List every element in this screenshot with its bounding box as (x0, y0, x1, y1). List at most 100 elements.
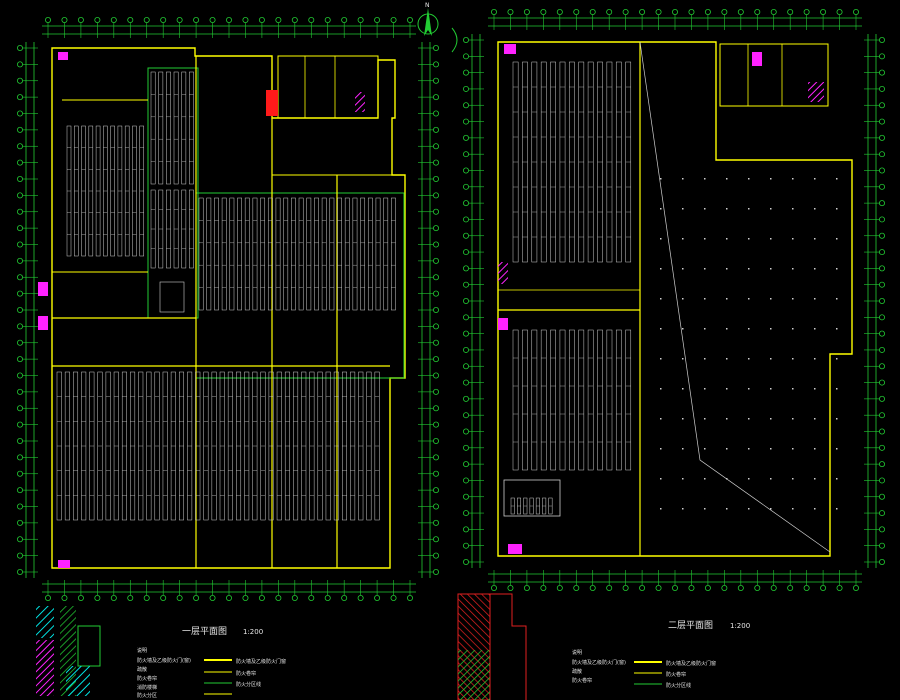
plan2-column-dot (836, 358, 838, 360)
legend1-swatch-cyan (66, 666, 90, 696)
plan2-axis-bubble-left (462, 216, 469, 223)
plan2-axis-bubble-top (639, 8, 646, 15)
plan2-axis-bubble-bottom (770, 585, 777, 592)
plan2-column-dot (726, 268, 728, 270)
plan2-axis-bubble-bottom (589, 585, 596, 592)
plan2-column-dot (814, 448, 816, 450)
plan2-axis-bubble-top (853, 8, 860, 15)
plan1-axis-bubble-right (432, 143, 439, 150)
plan1-axis-bubble-right (432, 519, 439, 526)
plan1-axis-bubble-top (242, 16, 249, 23)
plan2-column-dot (814, 238, 816, 240)
plan1-axis-bubble-left (16, 45, 23, 52)
plan2-column-dot (726, 178, 728, 180)
plan1-axis-bubble-top (110, 16, 117, 23)
plan-walls-layer (38, 41, 853, 569)
plan1-axis-bubble-top (374, 16, 381, 23)
plan1-scale: 1:200 (243, 628, 263, 636)
plan1-axis-bubble-right (432, 569, 439, 576)
plan2-column-dot (682, 328, 684, 330)
plan1-axis-bubble-right (432, 290, 439, 297)
plan1-axis-bubble-bottom (193, 595, 200, 602)
plan2-column-dot (682, 238, 684, 240)
plan2-axis-bubble-top (836, 8, 843, 15)
plan2-column-dot (814, 358, 816, 360)
plan2-column-dot (792, 238, 794, 240)
plan2-axis-bubble-right (879, 69, 886, 76)
plan1-b-rack (158, 71, 164, 185)
plan2-b-rack (625, 329, 632, 471)
plan1-axis-bubble-left (16, 77, 23, 84)
plan1-axis-bubble-left (16, 421, 23, 428)
plan2-stair (808, 82, 824, 102)
legend1-heading: 说明 (137, 647, 147, 654)
plan2-axis-bubble-left (462, 542, 469, 549)
plan2-axis-bubble-right (879, 412, 886, 419)
plan2-column-dot (748, 328, 750, 330)
section-marker (451, 27, 458, 53)
plan1-axis-bubble-left (16, 487, 23, 494)
plan1-axis-bubble-top (77, 16, 84, 23)
plan1-axis-bubble-right (432, 94, 439, 101)
plan2-b-rack (531, 329, 538, 471)
plan2-column-dot (726, 478, 728, 480)
plan1-small-rack (159, 281, 185, 313)
storage-racks-layer (56, 61, 838, 521)
plan2-stair (498, 262, 508, 284)
plan2-column-dot (770, 298, 772, 300)
plan2-column-dot (682, 208, 684, 210)
plan2-axis-bubble-top (523, 8, 530, 15)
plan1-axis-bubble-left (16, 225, 23, 232)
plan2-b-rack (522, 329, 528, 471)
plan1-axis-bubble-left (16, 323, 23, 330)
plan2-axis-bubble-left (462, 510, 469, 517)
plan2-office-block (719, 43, 829, 107)
plan2-axis-bubble-right (879, 118, 886, 125)
plan1-axis-bubble-left (16, 290, 23, 297)
plan2-axis-bubble-top (803, 8, 810, 15)
plan2-column-dot (792, 298, 794, 300)
plan2-column-dot (770, 238, 772, 240)
plan1-zone-green (195, 192, 405, 379)
plan2-axis-bubble-right (879, 85, 886, 92)
plan1-axis-bubble-bottom (341, 595, 348, 602)
plan2-axis-bubble-bottom (853, 585, 860, 592)
plan2-column-dot (814, 388, 816, 390)
plan1-b-rack (173, 71, 179, 185)
plan2-column-dot (770, 388, 772, 390)
plan2-axis-bubble-right (879, 151, 886, 158)
plan2-column-dot (748, 418, 750, 420)
plan2-column-dot (748, 478, 750, 480)
plan2-column-dot (748, 238, 750, 240)
plan1-axis-bubble-bottom (242, 595, 249, 602)
plan2-b-rack (587, 329, 594, 471)
plan2-column-dot (660, 478, 662, 480)
plan1-axis-bubble-top (291, 16, 298, 23)
plan2-axis-bubble-left (462, 314, 469, 321)
plan2-axis-bubble-right (879, 183, 886, 190)
legend1-note-3: 防火卷帘 (137, 675, 157, 682)
plan1-axis-bubble-right (432, 421, 439, 428)
plan2-column-dot (704, 388, 706, 390)
plan2-axis-bubble-left (462, 461, 469, 468)
plan2-column-dot (792, 208, 794, 210)
plan1-axis-bubble-right (432, 487, 439, 494)
plan2-axis-bubble-left (462, 69, 469, 76)
plan1-d-rack (306, 197, 312, 311)
plan2-axis-bubble-left (462, 167, 469, 174)
plan2-column-dot (792, 358, 794, 360)
plan1-axis-bubble-left (16, 569, 23, 576)
plan2-column-dot (726, 418, 728, 420)
plan1-axis-bubble-left (16, 552, 23, 559)
plan2-axis-bubble-bottom (655, 585, 662, 592)
plan1-axis-bubble-bottom (77, 595, 84, 602)
plan1-axis-bubble-bottom (127, 595, 134, 602)
plan2-column-dot (748, 508, 750, 510)
plan2-column-dot (682, 358, 684, 360)
plan1-d-rack (267, 197, 273, 311)
plan1-axis-bubble-left (16, 159, 23, 166)
legend1-line-label-3: 防火分区线 (236, 681, 261, 688)
plan1-b-rack (166, 71, 171, 185)
plan1-axis-bubble-right (432, 208, 439, 215)
